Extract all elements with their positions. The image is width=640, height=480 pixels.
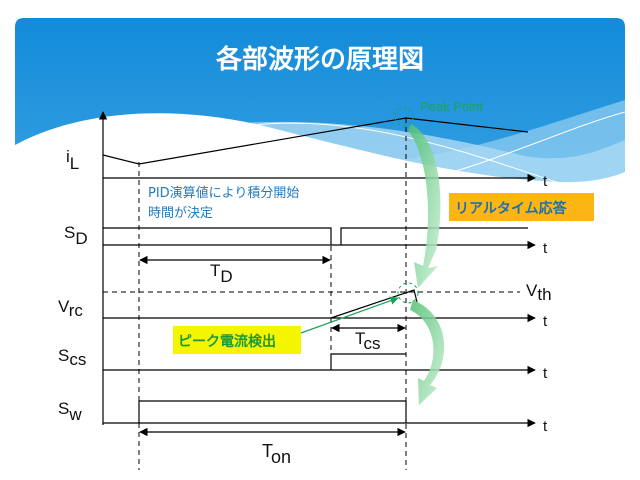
vth-main: V — [526, 281, 538, 300]
slide-title: 各部波形の原理図 — [215, 44, 424, 75]
vrc-main: V — [58, 297, 70, 316]
vrc-t-label: t — [543, 313, 548, 330]
time-axes — [103, 173, 536, 428]
vth-crossing-marker — [397, 282, 419, 304]
peak-point-label: Peak Point — [420, 99, 483, 114]
signal-label-sw: Sw — [58, 399, 82, 424]
ton-label: Ton — [262, 441, 291, 467]
signal-label-vrc: Vrc — [58, 297, 83, 320]
signal-label-il: iL — [66, 147, 79, 173]
sd-waveform-high1 — [103, 227, 332, 245]
il-t-label: t — [543, 173, 548, 190]
pid-note-line1: PID演算値により積分開始 — [148, 185, 299, 201]
ton-main: T — [262, 441, 273, 461]
pid-note-line2: 時間が決定 — [148, 206, 213, 221]
sd-waveform-high2 — [340, 227, 528, 245]
scs-t-label: t — [543, 365, 548, 382]
vrc-waveform — [330, 289, 418, 319]
sw-sub: w — [68, 405, 82, 424]
realtime-arrow-2-icon — [410, 300, 445, 405]
slide-background — [15, 18, 625, 480]
peak-detect-text: ピーク電流検出 — [178, 333, 276, 350]
peak-detect-callout: ピーク電流検出 — [173, 296, 399, 354]
il-sub: L — [70, 154, 79, 173]
scs-waveform — [330, 353, 406, 370]
td-main: T — [210, 261, 220, 280]
td-sub: D — [220, 267, 232, 286]
realtime-box — [449, 193, 594, 221]
peak-detect-leader — [300, 296, 399, 334]
sd-main: S — [64, 223, 75, 242]
sw-waveform — [138, 400, 407, 423]
il-waveform — [102, 117, 529, 165]
realtime-arrow-1-icon — [408, 124, 441, 288]
realtime-response-callout: リアルタイム応答 — [449, 193, 594, 221]
realtime-text: リアルタイム応答 — [455, 200, 568, 217]
vrc-sub: rc — [69, 301, 84, 320]
vth-sub: th — [537, 285, 551, 304]
tcs-main: T — [355, 329, 365, 348]
tcs-sub: cs — [364, 334, 381, 353]
peak-detect-box — [173, 326, 301, 354]
scs-main: S — [58, 346, 69, 365]
tcs-label: Tcs — [355, 329, 381, 353]
sw-main: S — [58, 399, 69, 418]
td-label: TD — [210, 261, 233, 286]
sd-sub: D — [75, 229, 87, 248]
sd-t-label: t — [543, 240, 548, 257]
signal-label-scs: Scs — [58, 346, 86, 369]
sw-t-label: t — [543, 418, 548, 435]
vth-label: Vth — [526, 281, 552, 304]
scs-sub: cs — [69, 350, 86, 369]
ton-sub: on — [271, 447, 291, 467]
il-main: i — [66, 147, 70, 166]
peak-point-marker — [394, 107, 414, 127]
signal-label-sd: SD — [64, 223, 88, 248]
